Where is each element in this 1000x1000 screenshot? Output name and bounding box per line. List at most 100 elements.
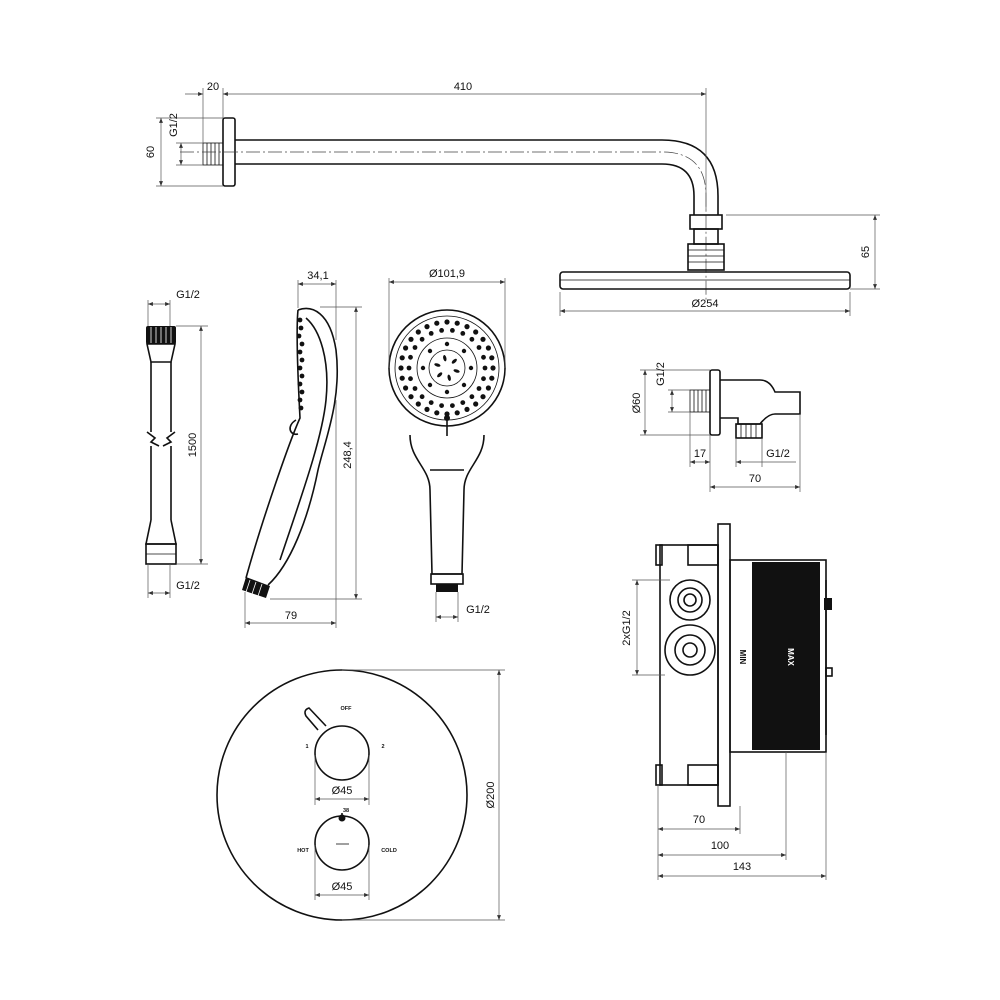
nozzle-dot	[439, 403, 444, 408]
dim-plate-diameter: Ø200	[485, 782, 497, 809]
nozzle-dot	[419, 336, 425, 342]
dim-hose-thread-top: G1/2	[176, 289, 200, 301]
dim-valve-depth-min: 70	[693, 814, 705, 826]
nozzle-dot	[473, 329, 479, 335]
hand-shower-side-dimensions	[244, 280, 362, 628]
nozzle-dot	[420, 365, 426, 371]
trim-off-label: OFF	[341, 706, 353, 712]
dim-hand-length: 248,4	[342, 441, 354, 469]
nozzle-dot	[428, 400, 434, 405]
nozzle-pattern	[398, 319, 496, 417]
nozzle-dot	[476, 345, 482, 350]
nozzle-dot	[454, 320, 460, 326]
nozzle-dot	[480, 394, 486, 400]
nozzle-dot	[450, 328, 455, 333]
dim-outlet-length: 70	[749, 473, 761, 485]
dim-knob-lower: Ø45	[332, 881, 353, 893]
nozzle-dot	[399, 355, 405, 361]
nozzle-dot	[464, 406, 470, 412]
nozzle-dot	[412, 386, 418, 391]
trim-cold-label: COLD	[381, 848, 397, 854]
hand-shower-front-dimensions	[388, 278, 506, 622]
center-nozzle	[447, 374, 451, 381]
valve-min-label: MIN	[738, 650, 747, 665]
nozzle-dot	[444, 319, 450, 325]
nozzle-dot	[460, 331, 466, 336]
hose-dimensions	[147, 300, 208, 598]
valve-body-dimensions	[632, 579, 827, 880]
nozzle-dot	[403, 385, 409, 391]
nozzle-dot	[427, 382, 433, 388]
nozzle-dot	[450, 403, 455, 408]
nozzle-dot	[481, 376, 486, 382]
nozzle-dot	[485, 345, 491, 351]
center-nozzle	[437, 372, 443, 378]
valve-max-label: MAX	[786, 648, 795, 666]
nozzle-dot	[489, 375, 495, 381]
dim-valve-depth-max: 100	[711, 840, 729, 852]
dim-arm-thread: G1/2	[168, 113, 180, 137]
trim-pos-2-label: 2	[381, 744, 384, 750]
dim-outlet-flange: Ø60	[631, 393, 643, 414]
wall-outlet-drawing	[689, 369, 801, 439]
nozzle-dot	[473, 401, 479, 407]
nozzle-dot	[454, 410, 460, 416]
dim-arm-length: 410	[454, 81, 472, 93]
nozzle-dot	[481, 354, 486, 360]
nozzle-dot	[419, 394, 425, 400]
dim-arm-offset: 20	[207, 81, 219, 93]
dim-hose-thread-bottom: G1/2	[176, 580, 200, 592]
center-nozzle	[451, 358, 457, 364]
dim-hand-width: 79	[285, 610, 297, 622]
nozzle-dot	[408, 394, 414, 400]
center-nozzle	[434, 363, 441, 367]
dim-valve-threads: 2xG1/2	[621, 610, 633, 645]
nozzle-dot	[408, 336, 414, 342]
nozzle-dot	[434, 320, 440, 326]
nozzle-dot	[406, 365, 412, 371]
dim-head-height: 65	[860, 246, 872, 258]
nozzle-dot	[461, 382, 467, 388]
hand-shower-front-drawing	[388, 309, 506, 592]
nozzle-dot	[428, 331, 434, 336]
nozzle-dot	[439, 328, 444, 333]
nozzle-dot	[408, 354, 413, 360]
nozzle-dot	[408, 376, 413, 382]
trim-temp-38-label: 38	[343, 808, 349, 814]
dim-outlet-thread-out: G1/2	[766, 448, 790, 460]
nozzle-dot	[476, 386, 482, 391]
nozzle-dot	[415, 329, 421, 335]
dim-hand-thread: G1/2	[466, 604, 490, 616]
dim-hand-depth: 34,1	[307, 270, 328, 282]
nozzle-dot	[468, 365, 474, 371]
nozzle-dot	[490, 365, 496, 371]
nozzle-dot	[485, 385, 491, 391]
shower-arm-dimensions	[156, 88, 880, 316]
nozzle-dot	[480, 336, 486, 342]
nozzle-dot	[444, 389, 450, 395]
nozzle-dot	[434, 410, 440, 416]
nozzle-dot	[427, 348, 433, 354]
trim-plate-dimensions	[314, 669, 505, 921]
dim-valve-total: 143	[733, 861, 751, 873]
shower-arm-drawing	[180, 117, 851, 300]
hand-shower-side-drawing	[242, 307, 339, 598]
nozzle-dot	[403, 345, 409, 351]
nozzle-dot	[464, 324, 470, 330]
nozzle-dot	[415, 401, 421, 407]
dim-outlet-depth: 17	[694, 448, 706, 460]
dim-hand-diameter: Ø101,9	[429, 268, 465, 280]
center-nozzle	[453, 369, 460, 373]
dim-head-diameter: Ø254	[692, 298, 719, 310]
wall-outlet-dimensions	[640, 369, 801, 492]
trim-hot-label: HOT	[297, 848, 309, 854]
nozzle-dot	[399, 375, 405, 381]
nozzle-dot	[460, 400, 466, 405]
nozzle-dot	[482, 365, 488, 371]
nozzle-dot	[461, 348, 467, 354]
nozzle-dot	[412, 345, 418, 350]
trim-pos-1-label: 1	[305, 744, 308, 750]
nozzle-dot	[444, 341, 450, 347]
nozzle-dot	[398, 365, 404, 371]
